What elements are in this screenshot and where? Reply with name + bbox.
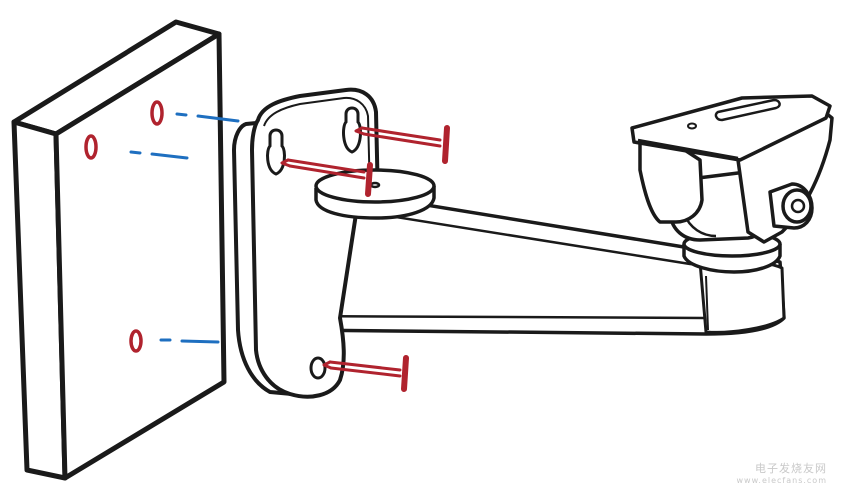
screw-head	[401, 355, 409, 392]
guide-top	[175, 112, 240, 123]
keyhole-slots	[266, 106, 362, 380]
screw-shaft	[286, 158, 366, 180]
screw-tip	[354, 126, 366, 136]
swivel-disc	[314, 168, 436, 220]
wall-holes	[84, 100, 164, 353]
wall-panel	[11, 19, 227, 481]
head-knob	[768, 182, 814, 230]
swivel-disc-center-hole	[369, 181, 381, 189]
keyhole-slot-top-left	[266, 128, 286, 176]
head-top-plate-front	[637, 138, 739, 160]
base-plate-inner-border	[263, 96, 371, 197]
screw-shaft	[360, 126, 442, 148]
wall-hole-top	[150, 100, 164, 126]
hex-socket-icon	[790, 198, 806, 214]
screw-shaft	[328, 360, 402, 378]
head-top-hole	[687, 122, 697, 130]
guide-middle	[129, 150, 189, 160]
screw-bottom	[322, 355, 409, 392]
screw-middle	[280, 158, 373, 197]
screws	[280, 125, 450, 392]
watermark-line2: www.elecfans.com	[736, 475, 827, 485]
head-top-plate	[630, 94, 832, 162]
head-left-ear	[638, 128, 704, 224]
watermark: 电子发烧友网 www.elecfans.com	[737, 463, 828, 485]
screw-upper-right	[354, 125, 450, 164]
camera-mount-head	[630, 94, 834, 274]
screw-head	[365, 162, 373, 197]
keyhole-slot-top-right	[342, 106, 362, 154]
screw-tip	[322, 360, 333, 370]
watermark-line1: 电子发烧友网	[755, 462, 827, 476]
wall-front-face	[53, 31, 227, 481]
screw-head	[442, 125, 450, 164]
head-top-slot	[714, 98, 781, 122]
arm-end-cap-edge	[705, 275, 709, 331]
wall-hole-bottom	[129, 329, 143, 353]
screw-tip	[280, 158, 292, 168]
alignment-guides	[129, 112, 240, 344]
guide-bottom	[159, 338, 220, 344]
mount-hole-bottom	[309, 356, 327, 380]
wall-hole-middle	[84, 134, 98, 160]
